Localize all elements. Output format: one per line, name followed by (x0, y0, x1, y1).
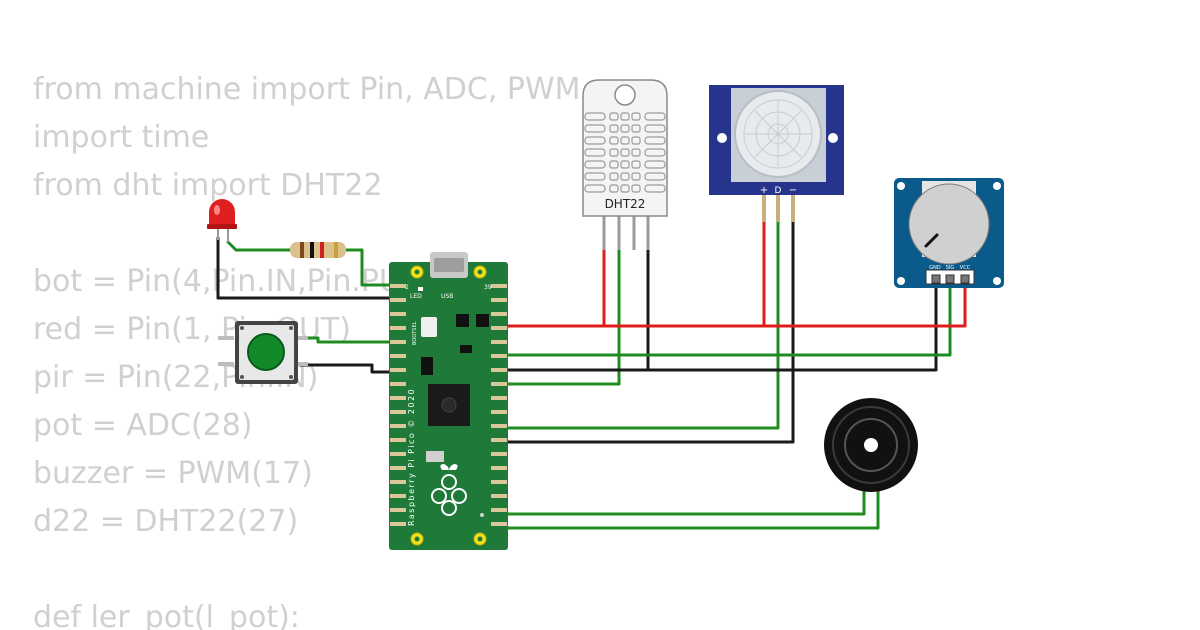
wire-pot-vcc[interactable] (494, 278, 967, 328)
resistor[interactable] (290, 242, 346, 258)
pico-pin-label-2: 2 (405, 284, 409, 291)
pico-bootsel-label: BOOTSEL (412, 321, 418, 345)
pico-name-label: Raspberry Pi Pico © 2020 (407, 388, 416, 526)
wire-pir-gnd[interactable] (494, 220, 795, 444)
wire-buzzer-gnd[interactable] (494, 488, 866, 516)
wire-dht-vcc[interactable] (494, 246, 606, 328)
raspberry-pi-pico-board[interactable]: 2 39 LED USB BOOTSEL Raspberry Pi Pico ©… (389, 252, 508, 550)
red-led[interactable] (207, 199, 237, 242)
dht22-label: DHT22 (605, 197, 646, 211)
bootsel-button[interactable] (421, 317, 437, 337)
pir-pin-plus: + (760, 185, 768, 196)
onboard-led (418, 287, 423, 291)
pir-pin-minus: − (789, 185, 797, 196)
potentiometer-pointer (924, 233, 939, 248)
pico-mounting-holes (410, 265, 487, 546)
wire-resistor-to-pico[interactable] (344, 248, 414, 287)
wire-led-to-resistor[interactable] (226, 240, 292, 252)
code-line: def ler_pot(l_pot): (33, 600, 300, 630)
pico-crystal (456, 314, 469, 327)
pot-pin-sig: SIG (946, 265, 955, 271)
potentiometer-knob[interactable] (908, 183, 990, 265)
code-line: import time (33, 120, 210, 155)
usb-connector (430, 252, 468, 278)
pico-right-pins (491, 284, 507, 526)
code-line: d22 = DHT22(27) (33, 504, 299, 539)
dht22-sensor[interactable]: DHT22 (582, 79, 668, 250)
code-line: buzzer = PWM(17) (33, 456, 313, 491)
wire-pir-data[interactable] (494, 220, 780, 430)
dht22-grille (584, 112, 666, 193)
pot-pin-gnd: GND (929, 265, 941, 271)
pir-dome-pattern (743, 99, 813, 169)
wire-led-to-pico[interactable] (216, 236, 414, 300)
wire-pot-gnd[interactable] (494, 278, 938, 372)
wires (216, 220, 967, 530)
wire-pir-vcc[interactable] (494, 220, 766, 328)
potentiometer[interactable]: GND SIG VCC (894, 178, 1004, 288)
code-line: from machine import Pin, ADC, PWM (33, 72, 581, 107)
pico-pin-label-39: 39 (484, 284, 492, 291)
wire-pot-sig[interactable] (494, 278, 952, 357)
rp2040-chip (428, 384, 470, 426)
wire-dht-data[interactable] (494, 246, 621, 386)
pico-debug-pad (480, 513, 484, 517)
pico-test-pad (426, 451, 444, 462)
push-button[interactable] (218, 321, 308, 384)
pico-regulator (476, 314, 489, 327)
buzzer[interactable] (824, 398, 918, 492)
wire-dht-gnd[interactable] (494, 246, 650, 372)
wire-button-to-pico-signal[interactable] (298, 336, 414, 344)
pico-led-label: LED (410, 293, 422, 300)
pir-motion-sensor[interactable]: + D − (709, 85, 844, 222)
pico-left-pins (390, 284, 406, 526)
pico-small-chip (460, 345, 472, 353)
code-line: from dht import DHT22 (33, 168, 383, 203)
pot-pin-vcc: VCC (960, 265, 971, 271)
wire-buzzer-signal[interactable] (494, 488, 880, 530)
code-line: pot = ADC(28) (33, 408, 253, 443)
pir-pin-d: D (775, 186, 782, 196)
pico-flash-chip (421, 357, 433, 375)
pico-usb-label: USB (441, 293, 453, 300)
raspberry-logo-icon (431, 464, 467, 516)
